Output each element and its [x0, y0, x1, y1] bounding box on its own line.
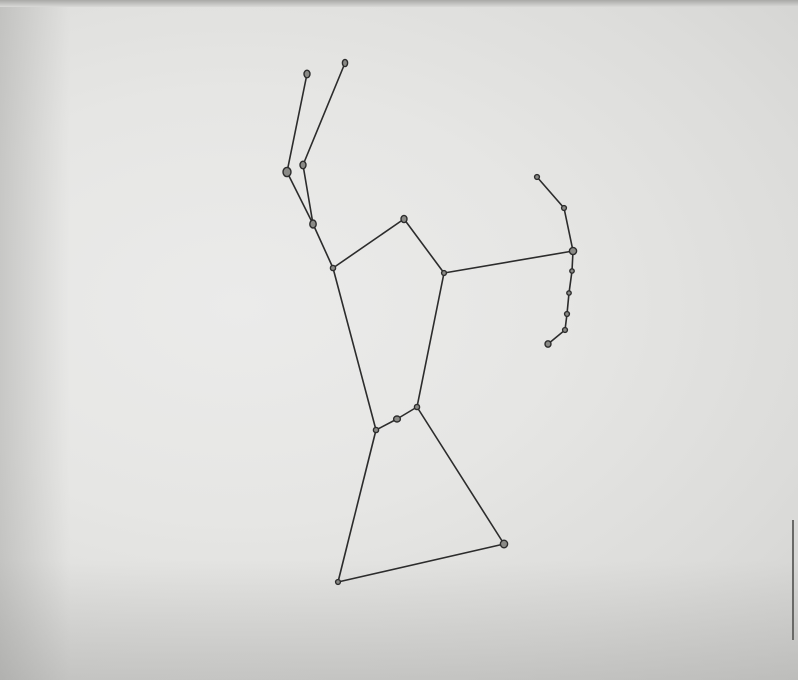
star: [442, 271, 447, 276]
body-line-right: [417, 273, 444, 407]
arm-line-1: [287, 74, 307, 172]
star: [569, 247, 576, 254]
star: [310, 220, 316, 228]
star: [414, 404, 419, 409]
star: [373, 427, 378, 432]
feet-line: [338, 544, 504, 582]
star: [563, 328, 568, 333]
shoulder-line-2: [404, 219, 444, 273]
shoulder-line-1: [333, 219, 404, 268]
star: [342, 59, 347, 66]
star: [562, 206, 567, 211]
star: [283, 167, 291, 176]
star: [565, 312, 570, 317]
shield-line: [537, 177, 573, 344]
star: [336, 580, 341, 585]
star: [570, 269, 574, 273]
star: [567, 291, 571, 295]
star: [300, 161, 306, 169]
leg-line-left: [338, 430, 376, 582]
constellation-lines: [287, 63, 573, 582]
star: [500, 540, 507, 548]
arm-line-2: [303, 63, 345, 165]
star: [545, 341, 551, 347]
body-line-left: [333, 268, 376, 430]
star: [330, 265, 335, 270]
star: [394, 416, 401, 422]
leg-line-right: [417, 407, 504, 544]
star: [304, 70, 310, 78]
star: [401, 215, 407, 222]
shield-arm-line: [444, 251, 573, 273]
constellation-stars: [283, 59, 577, 584]
star: [535, 175, 540, 180]
arm-line-5: [313, 224, 333, 268]
